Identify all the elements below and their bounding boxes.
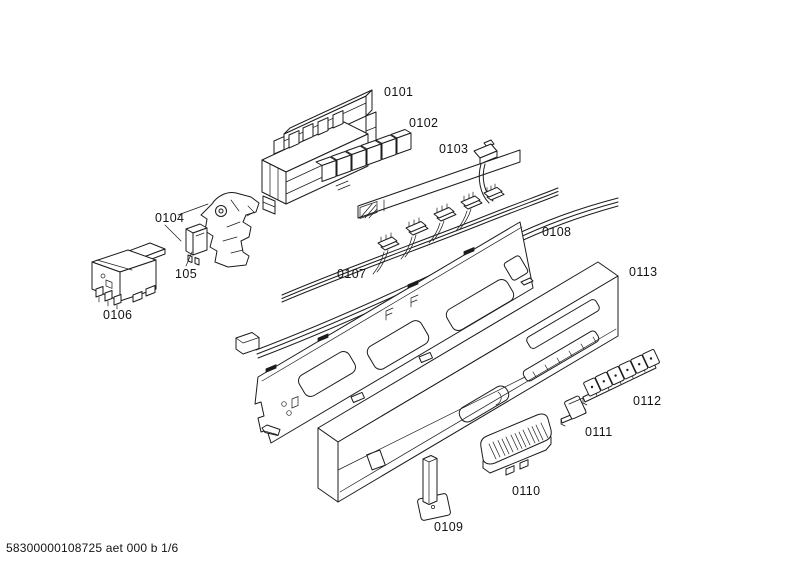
document-number: 58300000108725 aet 000 b 1/6 [6,541,179,555]
callout-0112: 0112 [633,394,662,408]
callout-0102: 0102 [409,116,439,130]
part-drawing-fascia-panel-0113 [317,261,619,503]
callout-0108: 0108 [542,225,572,239]
callout-0101: 0101 [384,85,414,99]
callout-0109: 0109 [434,520,464,534]
connector-block [428,203,457,244]
part-drawing-key-strip-0112 [582,349,660,406]
connector-block [455,191,483,232]
callout-0110: 0110 [512,484,541,498]
part-drawing-switch-0106 [91,242,166,310]
callout-0104: 0104 [155,211,185,225]
callout-0106: 0106 [103,308,133,322]
connector-block [483,183,505,201]
part-drawing-key-cap-0111 [560,395,587,427]
part-drawing-door-lock-0104 [200,192,260,268]
part-drawing-lever-0109 [417,455,451,521]
part-drawing-inner-panel-0108 [254,221,534,444]
part-drawing-cable-harness-0103 [281,139,559,303]
part-drawing-control-module-0101 [261,89,412,215]
part-drawing-micro-switch-105 [185,223,208,266]
callout-0107: 0107 [337,267,367,281]
callout-0111: 0111 [585,425,613,439]
callout-105: 105 [175,267,198,281]
connector-block [372,232,400,275]
callout-leader-lines [164,203,209,267]
connector-block [400,217,429,260]
callout-0113: 0113 [629,265,658,279]
part-drawing-lens-strip-0102 [357,149,521,219]
callout-0103: 0103 [439,142,469,156]
part-drawing-button-block-0110 [480,413,552,476]
